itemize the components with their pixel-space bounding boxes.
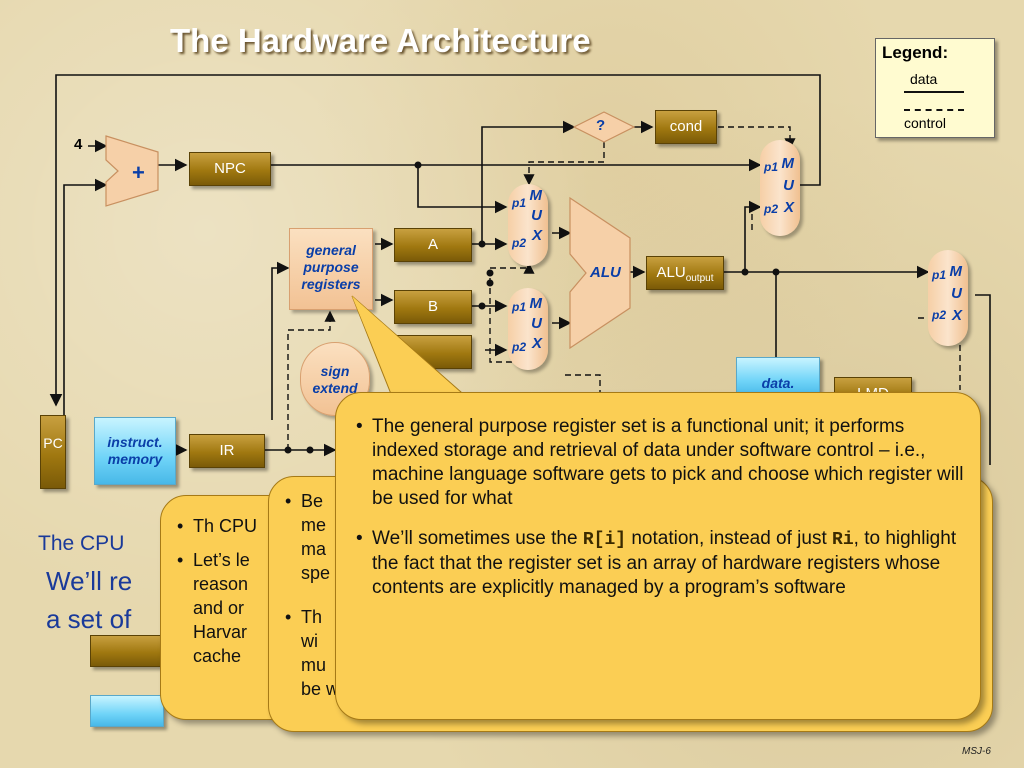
mux-p1-label: p1 <box>512 196 527 210</box>
general-purpose-registers: general purpose registers <box>289 228 373 310</box>
callout-notation-mid: notation, instead of just <box>626 528 833 549</box>
adder-symbol: + <box>132 160 145 185</box>
callout-code-r-index: R[i] <box>582 530 627 550</box>
callout-item-notation: We’ll sometimes use the R[i] notation, i… <box>350 527 966 600</box>
pc-register: PC <box>40 415 66 489</box>
callout-item-gpr-function: The general purpose register set is a fu… <box>350 415 966 511</box>
mux-p2-label: p2 <box>932 308 947 322</box>
background-line-3: a set of <box>46 604 132 634</box>
background-callout-1-item: Let’s le reason and or Harvar cache <box>171 548 273 668</box>
legend-control-line <box>904 109 964 111</box>
mux-u-letter: U <box>951 285 962 302</box>
alu-shape <box>569 196 631 350</box>
mux-p1-label: p1 <box>932 268 947 282</box>
callout-notation-suffix: , to highlight the fact that the registe… <box>372 528 957 598</box>
condition-diamond <box>572 111 636 143</box>
mux-m-letter: M <box>529 187 543 204</box>
background-callout-1-item: Th CPU <box>171 514 283 538</box>
slide-footer: MSJ-6 <box>962 746 991 757</box>
background-callout-2-item: Be me ma spe <box>279 489 341 585</box>
register-a: A <box>394 228 472 262</box>
alu-output-sub: output <box>685 273 714 284</box>
background-memory-icon <box>90 695 164 727</box>
gpr-callout: The general purpose register set is a fu… <box>335 392 981 720</box>
mux-next-pc: p1 p2 M U X <box>760 140 800 236</box>
callout-code-ri: Ri <box>832 530 854 550</box>
ir-register: IR <box>189 434 265 468</box>
mux-u-letter: U <box>783 177 794 194</box>
mux-x-letter: X <box>531 335 542 352</box>
mux-u-letter: U <box>531 315 542 332</box>
alu-label: ALU <box>590 264 621 281</box>
background-callout-2-item: Th wi mu be w <box>279 605 341 701</box>
npc-register: NPC <box>189 152 271 186</box>
mux-p2-label: p2 <box>512 340 527 354</box>
mux-p1-label: p1 <box>512 300 527 314</box>
legend: Legend: data control <box>875 38 995 138</box>
mux-alu-top: p1 p2 M U X <box>508 184 548 266</box>
cond-register: cond <box>655 110 717 144</box>
mux-x-letter: X <box>531 227 542 244</box>
mux-x-letter: X <box>951 307 962 324</box>
instruction-memory: instruct. memory <box>94 417 176 485</box>
adder-shape <box>105 135 159 207</box>
legend-heading: Legend: <box>882 43 949 62</box>
mux-u-letter: U <box>531 207 542 224</box>
background-heading: The CPU <box>38 532 125 555</box>
condition-test-label: ? <box>596 117 606 134</box>
legend-control-label: control <box>904 115 947 131</box>
mux-p2-label: p2 <box>764 202 779 216</box>
mux-m-letter: M <box>949 263 963 280</box>
mux-p1-label: p1 <box>764 160 779 174</box>
alu-output-main: ALU <box>656 264 686 281</box>
mux-x-letter: X <box>783 199 794 216</box>
register-b: B <box>394 290 472 324</box>
slide-title: The Hardware Architecture <box>170 22 591 59</box>
callout-notation-prefix: We’ll sometimes use the <box>372 528 583 549</box>
data-memory: data. <box>736 357 820 397</box>
alu-output-register: ALUoutput <box>646 256 724 290</box>
mux-m-letter: M <box>529 295 543 312</box>
legend-data-label: data <box>910 71 938 87</box>
legend-data-line <box>904 91 964 93</box>
background-line-2: We’ll re <box>46 566 133 596</box>
mux-m-letter: M <box>781 155 795 172</box>
constant-four: 4 <box>74 136 83 153</box>
mux-alu-bottom: p1 p2 M U X <box>508 288 548 370</box>
mux-writeback: p1 p2 M U X <box>928 250 968 346</box>
mux-p2-label: p2 <box>512 236 527 250</box>
